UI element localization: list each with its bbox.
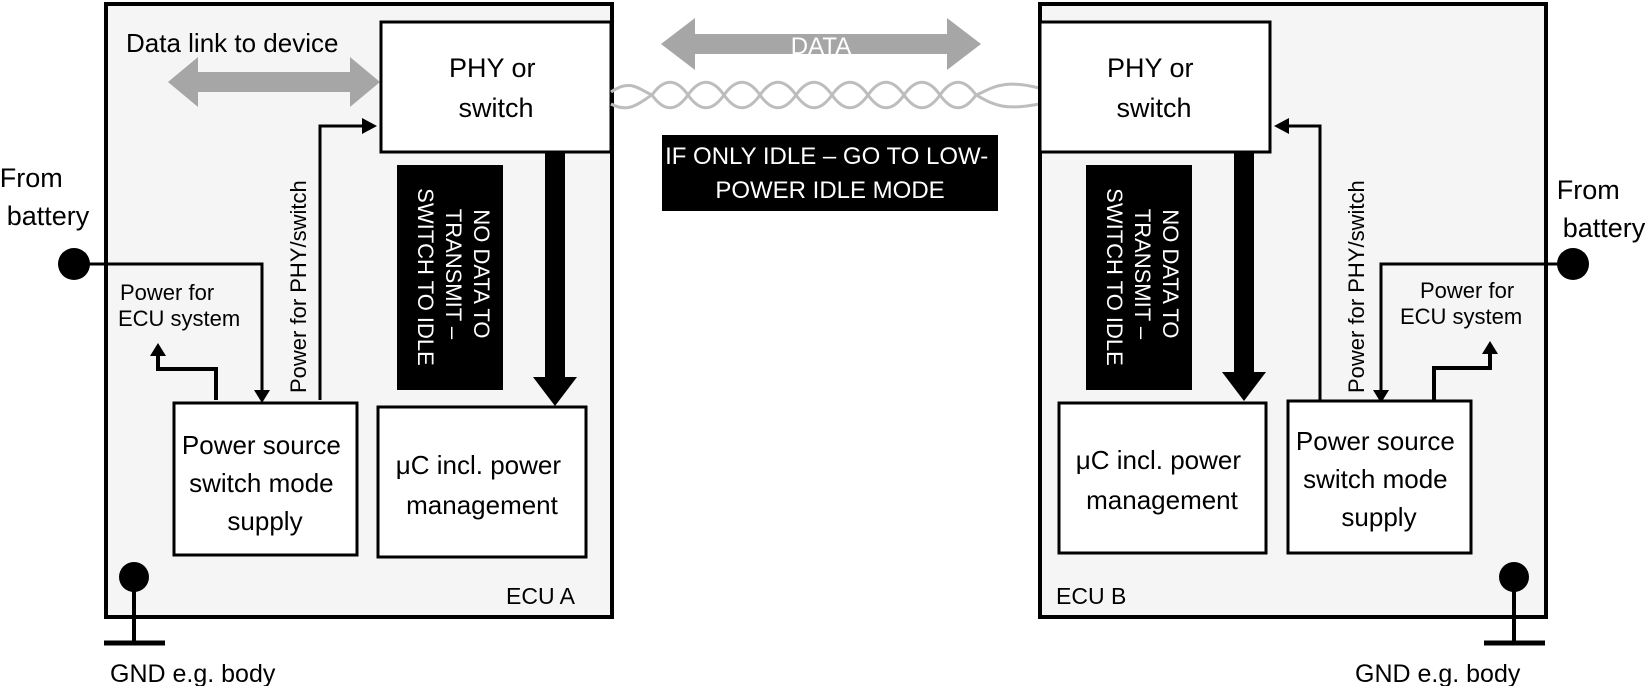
ecu-a-idle-note-box (397, 165, 503, 390)
ecu-b-idle-note-text: NO DATA TO TRANSMIT – SWITCH TO IDLE (1102, 188, 1183, 366)
low-power-note-box (662, 135, 998, 211)
ecu-b-phy-box (1038, 20, 1272, 154)
low-power-note-text: IF ONLY IDLE – GO TO LOW- POWER IDLE MOD… (665, 143, 995, 204)
ecu-b-battery-wire (1379, 262, 1573, 390)
ecu-a-psu-box (172, 401, 359, 557)
ecu-a-power-ecu-arrowhead (150, 343, 166, 356)
ecu-b-psu-box (1286, 399, 1473, 555)
data-link-arrow (661, 18, 981, 70)
ecu-b-gnd-label: GND e.g. body (1355, 660, 1521, 686)
ecu-a-battery-label: From battery (0, 163, 90, 231)
ecu-b-power-ecu-arrowhead (1482, 341, 1498, 354)
ecu-b-mcu-box (1057, 401, 1268, 555)
ecu-b-power-ecu-wire (1432, 353, 1492, 400)
ecu-a-battery-wire (74, 262, 264, 390)
ecu-b-power-ecu-label: Power for ECU system (1400, 278, 1522, 329)
ecu-b-battery-arrowhead (1373, 390, 1389, 403)
ecu-b-name: ECU B (1056, 583, 1126, 609)
ecu-b-power-phy-label: Power for PHY/switch (1344, 180, 1369, 393)
ecu-a-phy-to-mcu-arrow-shaft (545, 152, 565, 377)
ecu-a-gnd-label: GND e.g. body (110, 660, 276, 686)
ecu-a-mcu-box (376, 405, 588, 559)
ecu-b-phy-to-mcu-arrow-shaft (1234, 152, 1254, 372)
ecu-b-phy-to-mcu-arrowhead (1222, 372, 1266, 401)
ecu-a-mcu-label: μC incl. power management (396, 450, 569, 520)
ecu-a-name: ECU A (506, 583, 576, 609)
ecu-a-phy-box (379, 20, 613, 154)
ecu-b-phy-label: PHY or switch (1107, 53, 1201, 123)
ecu-a-power-ecu-wire (156, 355, 218, 400)
ecu-b-mcu-label: μC incl. power management (1076, 445, 1249, 515)
ecu-b-power-phy-wire (1289, 124, 1322, 400)
ecu-b-idle-note-box (1086, 165, 1192, 390)
ecu-a-battery-arrowhead (254, 390, 270, 403)
ecu-a-phy-to-mcu-arrowhead (533, 377, 577, 406)
ecu-b-power-phy-arrowhead (1274, 118, 1289, 134)
ecu-a-power-ecu-label: Power for ECU system (118, 280, 240, 331)
ecu-a-power-phy-arrowhead (362, 118, 377, 134)
ecu-a-psu-label: Power source switch mode supply (182, 430, 348, 536)
twisted-pair-cable (610, 80, 1040, 110)
ecu-b-psu-label: Power source switch mode supply (1296, 426, 1462, 532)
ecu-a-power-phy-wire (318, 124, 363, 400)
ecu-a-phy-label: PHY or switch (449, 53, 543, 123)
ecu-a-data-link-arrow (168, 57, 380, 107)
ecu-b-battery-label: From battery (1557, 175, 1646, 243)
data-link-label: DATA (791, 33, 851, 60)
ecu-a-idle-note-text: NO DATA TO TRANSMIT – SWITCH TO IDLE (413, 188, 494, 366)
ecu-a-power-phy-label: Power for PHY/switch (286, 180, 311, 393)
ecu-a-data-link-label: Data link to device (126, 28, 338, 58)
